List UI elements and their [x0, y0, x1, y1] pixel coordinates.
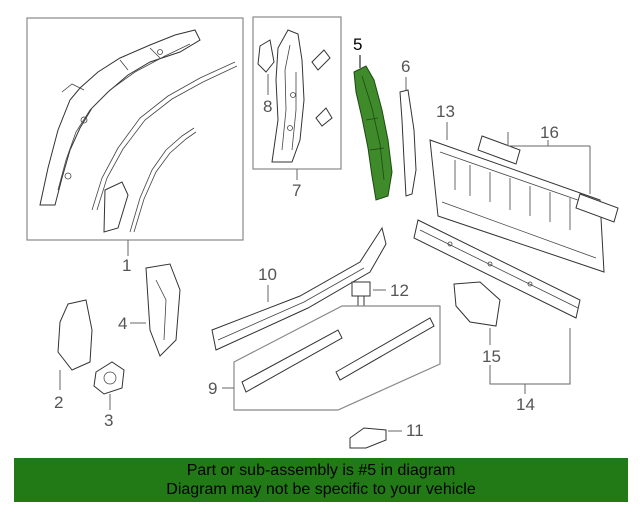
part-8-bracket	[257, 39, 275, 73]
part-1-bracket	[103, 181, 129, 233]
part-16-pad-b	[575, 193, 619, 223]
part-11-bracket	[349, 427, 387, 449]
leader-14	[489, 328, 571, 394]
part-12-bolt	[351, 281, 371, 307]
banner-line-1: Part or sub-assembly is #5 in diagram	[186, 462, 456, 479]
callout-1: 1	[122, 256, 131, 275]
part-3-opening	[103, 371, 117, 385]
callout-4: 4	[118, 314, 127, 333]
part-2-corner-panel	[57, 299, 93, 371]
callout-11: 11	[406, 421, 424, 440]
part-7-b-pillar	[271, 29, 305, 163]
callout-2: 2	[54, 393, 63, 412]
part-5-detail	[361, 75, 385, 181]
leader-16	[507, 132, 591, 194]
callout-10: 10	[258, 265, 277, 284]
group-box-9	[233, 305, 441, 411]
callout-12: 12	[390, 281, 409, 300]
callout-14: 14	[516, 395, 535, 414]
info-banner: Part or sub-assembly is #5 in diagram Di…	[14, 458, 628, 502]
part-1-inner-structure	[39, 29, 201, 206]
part-1-weatherstrip	[91, 61, 238, 233]
part-15-bracket	[453, 281, 501, 327]
callout-13: 13	[436, 102, 455, 121]
part-4-pillar-reinforcement	[145, 263, 181, 357]
part-3-fuel-housing	[93, 361, 125, 395]
callout-3: 3	[104, 411, 113, 430]
part-16-pad-a	[477, 135, 521, 165]
callout-9: 9	[208, 379, 217, 398]
banner-line-2: Diagram may not be specific to your vehi…	[166, 481, 476, 498]
callout-15: 15	[482, 347, 501, 366]
part-9-rail-b	[335, 317, 435, 381]
part-14-rear-sill	[413, 219, 581, 319]
callout-8: 8	[263, 97, 272, 116]
part-6-strip	[399, 89, 417, 197]
callout-16: 16	[540, 123, 559, 142]
part-9-rail-a	[241, 329, 343, 393]
part-7-patch-b	[315, 107, 333, 127]
part-5-highlighted	[353, 65, 393, 201]
parts-diagram: 1 8 7 5 6 13 16 14 15	[26, 16, 619, 449]
callout-7: 7	[292, 181, 301, 200]
callout-5: 5	[353, 35, 362, 54]
part-13-rear-panel	[429, 139, 605, 273]
part-10-rocker	[211, 226, 387, 351]
group-box-1	[26, 17, 244, 241]
callout-6: 6	[401, 57, 410, 76]
part-7-patch-a	[311, 49, 331, 71]
